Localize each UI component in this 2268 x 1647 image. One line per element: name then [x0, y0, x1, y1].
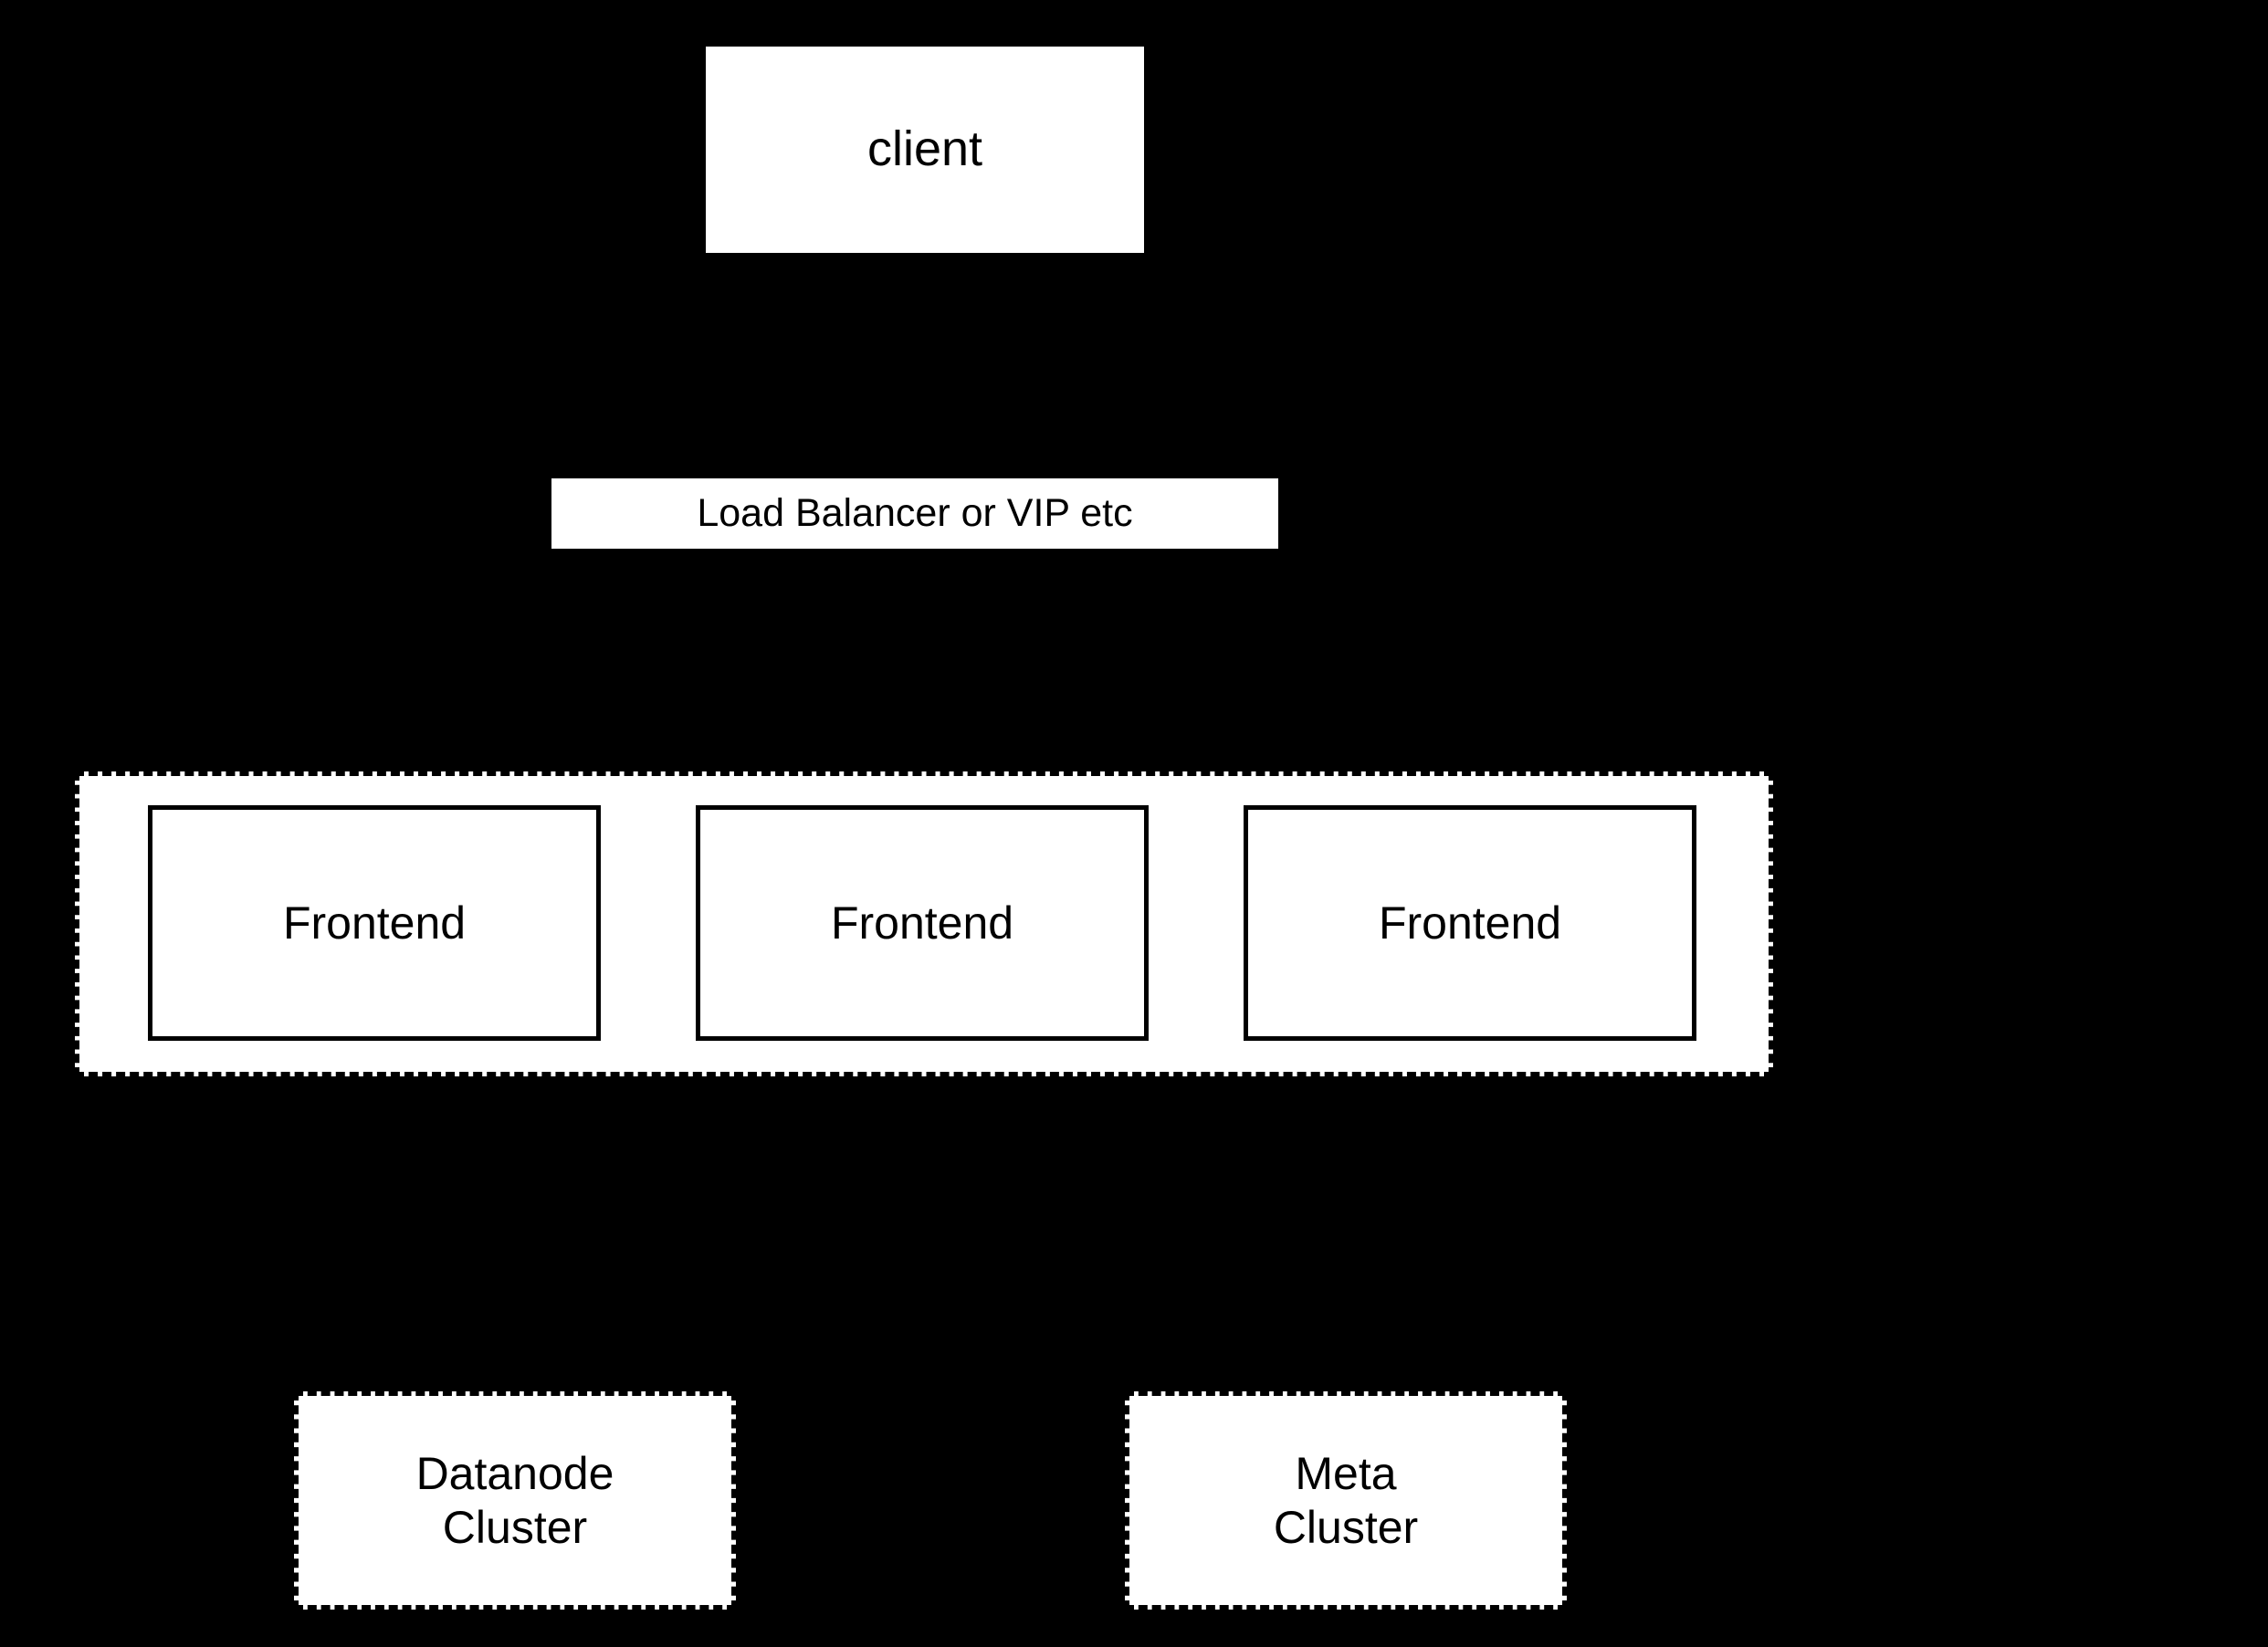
- node-client[interactable]: client: [706, 47, 1144, 253]
- node-meta-cluster[interactable]: Meta Cluster: [1125, 1391, 1567, 1610]
- node-load-balancer[interactable]: Load Balancer or VIP etc: [551, 478, 1278, 549]
- node-frontend-1-label: Frontend: [282, 897, 467, 949]
- node-frontend-2-label: Frontend: [830, 897, 1014, 949]
- node-frontend-3[interactable]: Frontend: [1244, 805, 1696, 1041]
- node-load-balancer-label: Load Balancer or VIP etc: [697, 491, 1133, 536]
- node-datanode-cluster[interactable]: Datanode Cluster: [294, 1391, 736, 1610]
- node-frontend-2[interactable]: Frontend: [696, 805, 1149, 1041]
- node-frontend-3-label: Frontend: [1378, 897, 1562, 949]
- node-frontend-1[interactable]: Frontend: [148, 805, 601, 1041]
- node-meta-cluster-label: Meta Cluster: [1273, 1447, 1419, 1553]
- node-client-label: client: [866, 121, 983, 177]
- node-datanode-cluster-label: Datanode Cluster: [415, 1447, 614, 1553]
